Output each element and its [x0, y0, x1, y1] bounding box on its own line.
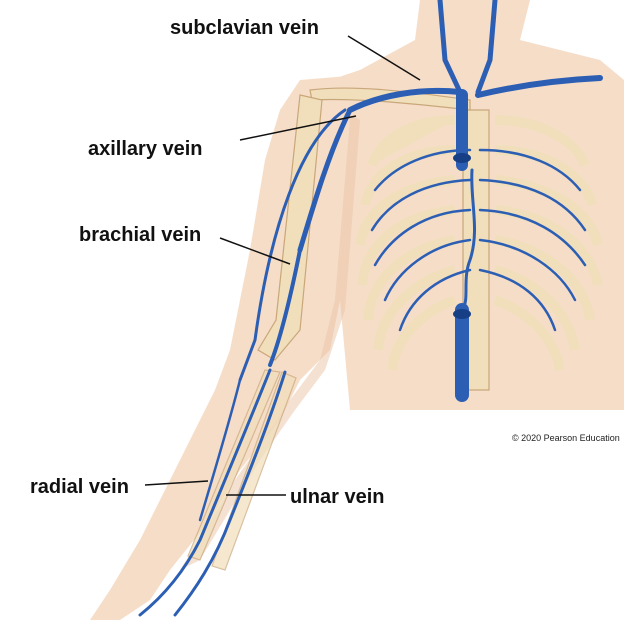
radial-leader: [144, 480, 209, 486]
rib: [367, 115, 456, 167]
rib: [494, 235, 595, 321]
rib: [494, 145, 597, 207]
rib: [494, 175, 603, 247]
ribcage: [355, 109, 603, 391]
intercostal-vein: [398, 268, 472, 332]
rib: [355, 175, 456, 246]
bones: [187, 87, 471, 571]
rib: [494, 205, 603, 287]
radial-vein-path: [138, 368, 272, 617]
axillary-vein-path: [297, 107, 353, 253]
rib: [363, 235, 456, 321]
intercostal-vein: [373, 208, 472, 267]
intercostal-vein: [478, 148, 582, 192]
svc-opening: [453, 153, 471, 163]
rib: [373, 265, 457, 351]
ulnar-vein-label: ulnar vein: [290, 486, 385, 508]
cephalic-vein-path: [238, 108, 347, 382]
rib: [494, 115, 590, 168]
leader-lines: [144, 35, 421, 496]
rib: [360, 145, 456, 207]
humerus: [257, 94, 323, 361]
brachial-vein-path: [268, 248, 302, 367]
rib: [357, 205, 456, 286]
rib: [493, 265, 580, 351]
rib: [387, 295, 457, 371]
intercostal-vein: [478, 238, 577, 302]
ivc-opening: [453, 309, 471, 319]
axillary-vein-label: axillary vein: [88, 138, 203, 160]
brachial-vein-label: brachial vein: [79, 224, 202, 246]
right-subclavian-path: [475, 75, 603, 98]
ulnar-vein-path: [173, 370, 287, 617]
veins: [138, 0, 603, 617]
subclavian-vein-path: [347, 87, 463, 113]
intercostal-vein: [478, 208, 587, 267]
radial-vein-label: radial vein: [30, 476, 129, 498]
azygos-path: [460, 168, 476, 312]
intercostal-veins: [370, 148, 587, 332]
jugular-vein-path-right: [475, 0, 498, 95]
rib: [493, 295, 565, 372]
brachial-leader: [219, 237, 291, 265]
intercostal-vein: [370, 178, 472, 232]
ulna-bone: [211, 371, 297, 571]
axillary-leader: [239, 115, 357, 141]
intercostal-vein: [478, 268, 557, 332]
copyright-credit: © 2020 Pearson Education: [512, 433, 620, 443]
intercostal-vein: [383, 238, 472, 302]
intercostal-vein: [478, 178, 587, 232]
subclavian-vein-label: subclavian vein: [170, 17, 319, 39]
jugular-vein-path: [437, 0, 463, 95]
intercostal-vein: [373, 148, 472, 192]
subclavian-leader: [347, 35, 421, 81]
median-vein-path: [198, 378, 242, 522]
